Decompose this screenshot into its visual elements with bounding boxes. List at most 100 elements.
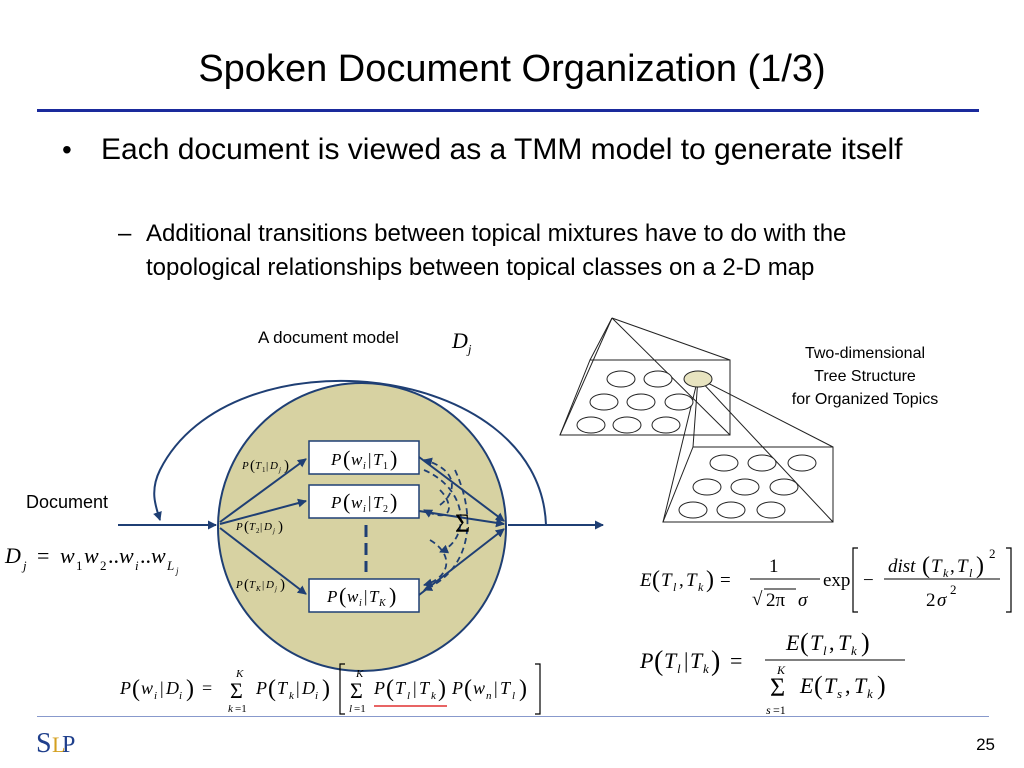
svg-text:T: T	[854, 673, 868, 698]
self-generation-arc	[153, 379, 547, 526]
svg-text:D: D	[165, 678, 179, 698]
transition-curve-3	[423, 469, 469, 591]
svg-text:): )	[706, 567, 714, 593]
svg-text:√: √	[752, 589, 763, 610]
fan-arrow-3	[219, 527, 307, 595]
tree-caption-line-2: Tree Structure	[814, 368, 916, 385]
svg-text:): )	[519, 676, 527, 702]
svg-text:D: D	[269, 460, 278, 472]
svg-text:k: k	[851, 643, 857, 658]
svg-text:): )	[390, 489, 397, 514]
svg-text:): )	[322, 676, 330, 702]
word-prob-box-k	[308, 578, 420, 613]
svg-text:T: T	[255, 460, 262, 472]
document-label: Document	[26, 492, 109, 512]
svg-text:l: l	[677, 661, 681, 676]
svg-text:|: |	[368, 450, 371, 469]
svg-text:i: i	[359, 598, 362, 609]
svg-text:i: i	[363, 504, 366, 515]
svg-text:T: T	[419, 678, 431, 698]
svg-text:n: n	[486, 690, 492, 702]
svg-text:T: T	[664, 648, 678, 673]
svg-text:w: w	[84, 543, 99, 568]
svg-text:L: L	[52, 732, 65, 757]
highlighted-topic-node	[683, 370, 713, 388]
svg-text:(: (	[268, 676, 276, 702]
svg-text:T: T	[931, 556, 943, 577]
page-number: 25	[976, 735, 995, 754]
svg-text:=1: =1	[235, 703, 247, 715]
svg-text:l: l	[969, 566, 973, 580]
svg-text:T: T	[500, 678, 512, 698]
svg-text:k: k	[289, 690, 295, 702]
svg-text:−: −	[863, 570, 874, 591]
svg-text:j: j	[175, 566, 179, 576]
svg-text:,: ,	[845, 673, 851, 698]
svg-text:=: =	[202, 678, 212, 698]
svg-text:K: K	[255, 585, 261, 593]
svg-text:(: (	[386, 676, 394, 702]
svg-text:Σ: Σ	[350, 678, 363, 703]
tree-nodes-bottom	[678, 454, 817, 519]
svg-text:): )	[877, 671, 886, 700]
svg-text:(: (	[343, 446, 350, 471]
svg-text:|: |	[494, 678, 498, 698]
svg-text:i: i	[363, 461, 366, 472]
svg-text:w: w	[151, 543, 166, 568]
svg-text:,: ,	[679, 570, 684, 591]
svg-text:T: T	[369, 587, 380, 606]
svg-text:P: P	[241, 460, 249, 472]
fan-arrow-1	[219, 458, 307, 523]
svg-text:P: P	[373, 678, 385, 698]
svg-text:(: (	[244, 519, 249, 535]
svg-text:): )	[390, 446, 397, 471]
svg-text:l: l	[407, 690, 410, 702]
svg-text:s: s	[766, 703, 771, 717]
svg-text:T: T	[824, 673, 838, 698]
svg-text:): )	[711, 646, 720, 677]
svg-text:w: w	[347, 587, 359, 606]
svg-text:K: K	[378, 598, 387, 609]
slide-title: Spoken Document Organization (1/3)	[198, 48, 826, 90]
svg-text:P: P	[326, 587, 337, 606]
svg-text:D: D	[301, 678, 315, 698]
svg-text:..: ..	[140, 543, 151, 568]
svg-text:E: E	[639, 570, 652, 591]
svg-text:T: T	[277, 678, 289, 698]
sub-bullet-1-text: Additional transitions between topical m…	[146, 220, 847, 281]
svg-text:D: D	[265, 579, 274, 591]
svg-text:2: 2	[256, 527, 260, 535]
svg-text:P: P	[119, 678, 131, 698]
svg-text:(: (	[343, 489, 350, 514]
svg-text:(: (	[814, 671, 823, 700]
svg-text:|: |	[260, 521, 262, 533]
svg-text:i: i	[315, 690, 318, 702]
svg-text:=1: =1	[354, 703, 366, 715]
svg-text:): )	[278, 519, 283, 535]
svg-text:w: w	[119, 543, 134, 568]
svg-text:P: P	[451, 678, 463, 698]
svg-text:P: P	[235, 521, 243, 533]
svg-text:(: (	[250, 458, 255, 474]
svg-text:T: T	[249, 579, 256, 591]
svg-text:T: T	[373, 450, 384, 469]
svg-text:): )	[861, 628, 870, 657]
word-prob-box-2	[308, 484, 420, 519]
svg-text:Σ: Σ	[770, 673, 785, 702]
transition-curve-4	[423, 539, 448, 588]
svg-text:(: (	[339, 583, 346, 608]
svg-text:T: T	[249, 521, 256, 533]
title-divider	[37, 109, 979, 112]
svg-text:T: T	[838, 630, 852, 655]
svg-text:P: P	[639, 648, 653, 673]
svg-text:..: ..	[108, 543, 119, 568]
svg-text:=: =	[720, 570, 731, 591]
svg-text:w: w	[60, 543, 75, 568]
transition-curve-5	[423, 469, 462, 554]
svg-text:(: (	[922, 553, 930, 579]
svg-text:P: P	[330, 450, 341, 469]
